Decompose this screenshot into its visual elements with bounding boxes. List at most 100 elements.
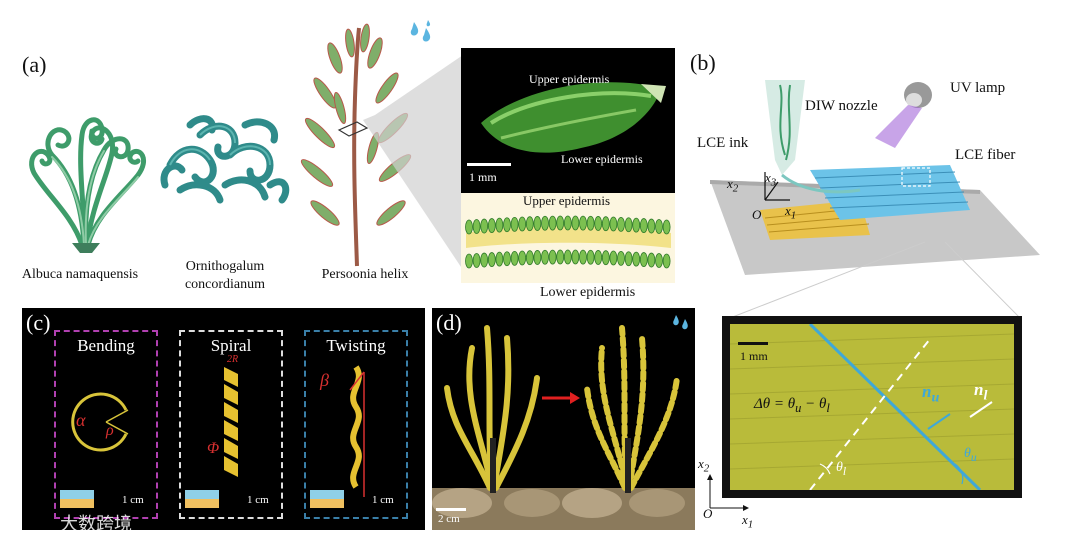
- upper-epidermis-cell: [580, 216, 587, 230]
- lower-epidermis-cell: [572, 250, 579, 264]
- lower-epidermis-cell: [633, 252, 640, 266]
- twisting-scale-label: 1 cm: [372, 494, 394, 506]
- ornithogalum-caption-line2: concordianum: [150, 276, 300, 294]
- bending-alpha-label: α: [76, 410, 85, 431]
- lower-epidermis-cell: [625, 252, 632, 266]
- panel-d-scale-label: 2 cm: [438, 513, 460, 525]
- n-l-vector-label: nl: [974, 380, 987, 404]
- lower-epidermis-cell: [496, 252, 503, 266]
- panel-d-scale-bar: [436, 508, 466, 511]
- inset-axis-origin-label: O: [703, 506, 712, 522]
- upper-epidermis-cell: [595, 216, 602, 230]
- upper-epidermis-cell: [564, 216, 571, 230]
- upper-epidermis-cell: [473, 220, 480, 234]
- upper-epidermis-cell: [534, 216, 541, 230]
- bending-box: Bending α ρ 1 cm: [54, 330, 158, 519]
- lower-epidermis-cell: [519, 251, 526, 265]
- water-drops-icon: [406, 18, 436, 44]
- upper-epidermis-cell: [542, 216, 549, 230]
- upper-epidermis-cell: [618, 217, 625, 231]
- upper-epidermis-cell: [511, 217, 518, 231]
- upper-epidermis-cell: [663, 220, 670, 234]
- panel-c-label: (c): [26, 310, 50, 336]
- water-drops-icon: [670, 312, 692, 332]
- micro-upper-epidermis-label: Upper epidermis: [529, 72, 609, 87]
- lce-ink-label: LCE ink: [697, 135, 748, 152]
- albuca-plant-illustration: [12, 95, 162, 255]
- upper-epidermis-cell: [526, 217, 533, 231]
- upper-epidermis-cell: [633, 218, 640, 232]
- lower-epidermis-cell: [549, 250, 556, 264]
- upper-epidermis-cell: [549, 216, 556, 230]
- spiral-scale-label: 1 cm: [247, 494, 269, 506]
- spiral-phi-label: Φ: [207, 440, 219, 458]
- bending-scale-label: 1 cm: [122, 494, 144, 506]
- upper-epidermis-cell: [648, 219, 655, 233]
- lower-epidermis-cell: [564, 250, 571, 264]
- bending-rho-label: ρ: [106, 422, 114, 440]
- axis-x2-label: x2: [727, 176, 738, 195]
- upper-epidermis-cell: [572, 216, 579, 230]
- micro-scale-bar: [467, 163, 511, 166]
- lower-epidermis-cell: [663, 254, 670, 268]
- lower-epidermis-cell: [580, 250, 587, 264]
- panel-c: (c) Bending α ρ 1 cm Spiral 2R Φ: [22, 308, 425, 530]
- spiral-strip-diagram: [216, 362, 246, 482]
- spiral-r-label: 2R: [227, 354, 238, 365]
- upper-epidermis-cell: [504, 218, 511, 232]
- panel-a-label: (a): [22, 52, 46, 78]
- inset-scale-label: 1 mm: [740, 349, 768, 364]
- schematic-lower-epidermis-label: Lower epidermis: [540, 285, 635, 301]
- upper-epidermis-cell: [466, 220, 473, 234]
- twisting-beta-label: β: [320, 370, 329, 391]
- axis-x3-label: x3: [765, 170, 776, 189]
- panel-d-label: (d): [436, 310, 462, 336]
- inset-projection-lines: [690, 230, 1080, 320]
- lower-epidermis-cell: [542, 250, 549, 264]
- upper-epidermis-cell: [610, 217, 617, 231]
- panel-d: (d) 2 cm: [432, 308, 695, 530]
- ornithogalum-caption: Ornithogalum concordianum: [150, 258, 300, 294]
- lower-epidermis-cell: [534, 250, 541, 264]
- lower-epidermis-cell: [557, 250, 564, 264]
- ornithogalum-plant-illustration: [150, 105, 300, 215]
- n-u-vector-label: nu: [922, 382, 939, 406]
- upper-epidermis-cell: [481, 219, 488, 233]
- lower-epidermis-cell: [587, 250, 594, 264]
- twisting-box: Twisting β 1 cm: [304, 330, 408, 519]
- diw-nozzle-label: DIW nozzle: [805, 98, 878, 115]
- lower-epidermis-cell: [526, 251, 533, 265]
- upper-epidermis-cell: [488, 219, 495, 233]
- leaf-micrograph: Upper epidermis Lower epidermis 1 mm: [461, 48, 675, 193]
- lower-epidermis-cell: [648, 253, 655, 267]
- upper-epidermis-cell: [519, 217, 526, 231]
- albuca-caption: Albuca namaquensis: [5, 266, 155, 284]
- watermark-text: 大数跨境: [60, 510, 132, 536]
- upper-epidermis-cell: [602, 217, 609, 231]
- spiral-stripe-icon: [185, 490, 219, 508]
- lce-fiber-label: LCE fiber: [955, 147, 1015, 164]
- lower-epidermis-cell: [481, 253, 488, 267]
- upper-epidermis-cell: [587, 216, 594, 230]
- lower-epidermis-cell: [602, 251, 609, 265]
- twisting-title: Twisting: [306, 336, 406, 356]
- bending-title: Bending: [56, 336, 156, 356]
- inset-scale-bar: [738, 342, 768, 345]
- lower-epidermis-cell: [618, 251, 625, 265]
- spiral-title: Spiral: [181, 336, 281, 356]
- upper-epidermis-cell: [640, 219, 647, 233]
- upper-epidermis-cell: [496, 218, 503, 232]
- micro-lower-epidermis-label: Lower epidermis: [561, 152, 643, 167]
- delta-theta-equation: Δθ = θu − θl: [754, 396, 830, 416]
- lower-epidermis-cell: [595, 250, 602, 264]
- schematic-upper-epidermis-label: Upper epidermis: [523, 193, 610, 209]
- theta-l-label: θl: [836, 460, 846, 478]
- twisting-strip-diagram: [336, 362, 376, 502]
- lower-epidermis-cell: [504, 252, 511, 266]
- lower-epidermis-cell: [473, 254, 480, 268]
- upper-epidermis-cell: [557, 216, 564, 230]
- zoom-projection-wedge: [355, 55, 465, 275]
- spiral-box: Spiral 2R Φ 1 cm: [179, 330, 283, 519]
- lower-epidermis-cell: [466, 254, 473, 268]
- uv-lamp-label: UV lamp: [950, 80, 1005, 97]
